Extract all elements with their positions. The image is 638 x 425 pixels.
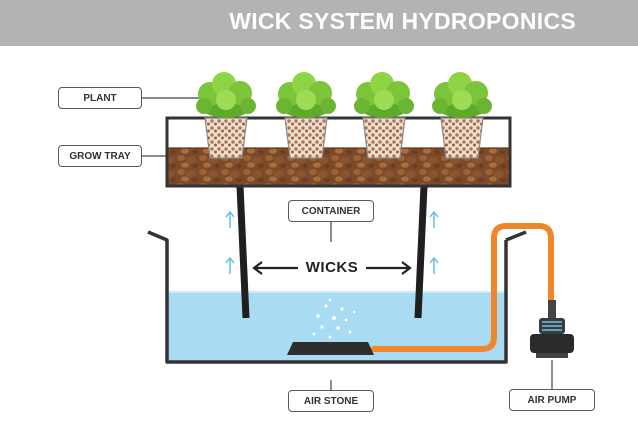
- air-stone-label: AIR STONE: [288, 390, 374, 412]
- air-tubing: [371, 223, 554, 352]
- diagram-title: WICK SYSTEM HYDROPONICS: [229, 8, 576, 34]
- plants: [196, 72, 492, 118]
- wick-pointer-arrows: [252, 261, 412, 275]
- air-bubbles: [312, 298, 356, 339]
- air-pump-label: AIR PUMP: [509, 389, 595, 411]
- net-pots: [204, 117, 484, 159]
- air-pump: [530, 300, 574, 358]
- water-flow-arrows: [225, 210, 439, 274]
- title-bar: [0, 0, 638, 46]
- plant-label: PLANT: [58, 87, 142, 109]
- container: [147, 230, 527, 364]
- wicks-label: WICKS: [305, 259, 359, 276]
- air-stone: [287, 342, 374, 355]
- grow-tray-label: GROW TRAY: [58, 145, 142, 167]
- container-label: CONTAINER: [288, 200, 374, 222]
